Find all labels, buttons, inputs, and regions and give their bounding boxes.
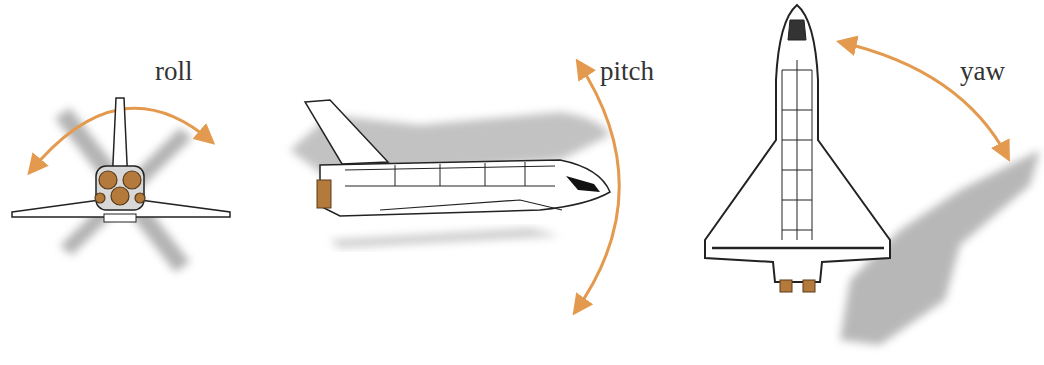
yaw-arc: [840, 42, 1008, 158]
yaw-view: [705, 5, 1040, 345]
pitch-shadow-low: [330, 228, 560, 248]
fuselage: [705, 5, 890, 282]
payload-doors: [345, 162, 555, 186]
engines: [317, 180, 331, 208]
axis-label: yaw: [960, 58, 1005, 85]
engines: [780, 280, 815, 292]
cockpit-window: [566, 176, 600, 192]
fuselage: [320, 160, 610, 216]
pitch-view: [290, 62, 619, 312]
tail-fin: [305, 100, 388, 164]
engines: [95, 171, 145, 205]
fuselage: [96, 166, 144, 210]
roll-view: [12, 98, 230, 272]
axis-label: roll: [155, 58, 193, 85]
axis-label: pitch: [600, 58, 654, 85]
body-flap: [104, 214, 136, 222]
wing-edge: [380, 200, 562, 210]
payload-doors: [712, 20, 884, 248]
